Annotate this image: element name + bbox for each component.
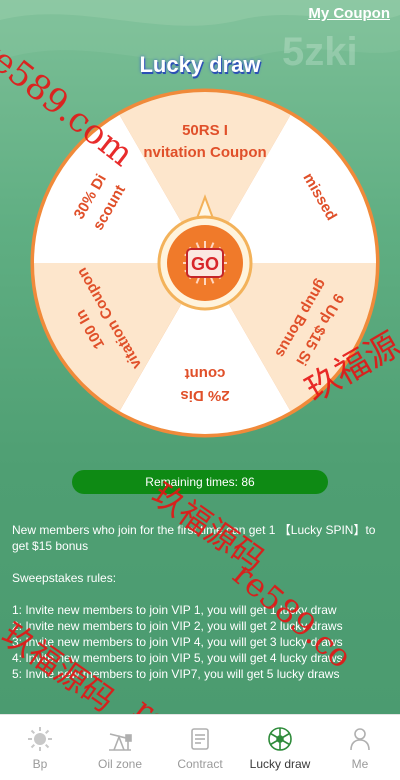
rule-item: 3: Invite new members to join VIP 4, you… — [12, 635, 343, 649]
remaining-times-bar: Remaining times: 86 — [72, 470, 328, 494]
tab-oil-zone[interactable]: Oil zone — [80, 715, 160, 780]
wheel-segment — [205, 263, 376, 412]
wheel-segment — [205, 114, 376, 263]
tab-label: Lucky draw — [249, 757, 311, 771]
tab-label: Bp — [32, 757, 48, 771]
tab-label: Me — [351, 757, 369, 771]
rule-item: 2: Invite new members to join VIP 2, you… — [12, 619, 343, 633]
rule-item: 1: Invite new members to join VIP 1, you… — [12, 603, 337, 617]
rules-section: New members who join for the first time … — [12, 522, 392, 682]
sun-icon — [28, 727, 52, 751]
rule-item: 5: Invite new members to join VIP7, you … — [12, 667, 340, 681]
go-badge — [186, 248, 224, 278]
go-label: GO — [191, 254, 219, 274]
tab-label: Contract — [177, 757, 223, 771]
wheel-segment-text: nvitation Coupon — [143, 144, 266, 161]
page-title: Lucky draw — [139, 52, 261, 77]
oil-pump-icon — [109, 733, 132, 751]
rules-heading: Sweepstakes rules: — [12, 571, 117, 585]
tab-contract[interactable]: Contract — [160, 715, 240, 780]
tab-bp[interactable]: Bp — [0, 715, 80, 780]
wheel-segment-text: count — [185, 365, 226, 382]
rules-intro: New members who join for the first time … — [12, 523, 376, 553]
wheel-segment-text: 2% Dis — [180, 387, 229, 404]
my-coupon-link[interactable]: My Coupon — [308, 5, 390, 22]
rule-item: 4: Invite new members to join VIP 5, you… — [12, 651, 343, 665]
tab-lucky-draw[interactable]: Lucky draw — [240, 715, 320, 780]
wheel-segment-text: 50RS I — [182, 122, 228, 139]
wheel-segment — [119, 92, 291, 263]
tab-label: Oil zone — [97, 757, 143, 771]
wheel-segment — [34, 263, 205, 412]
tab-me[interactable]: Me — [320, 715, 400, 780]
wheel-segment — [34, 114, 205, 263]
wheel-icon — [268, 727, 292, 751]
wheel-segment — [119, 263, 291, 434]
wheel-segment-label: 50RS I nvitation Coupon — [143, 122, 266, 161]
wheel-segment-label: 2% Dis count — [180, 365, 229, 404]
person-icon — [350, 728, 370, 751]
contract-icon — [191, 728, 209, 750]
bottom-tab-bar: Bp Oil zone Contract — [0, 714, 400, 780]
